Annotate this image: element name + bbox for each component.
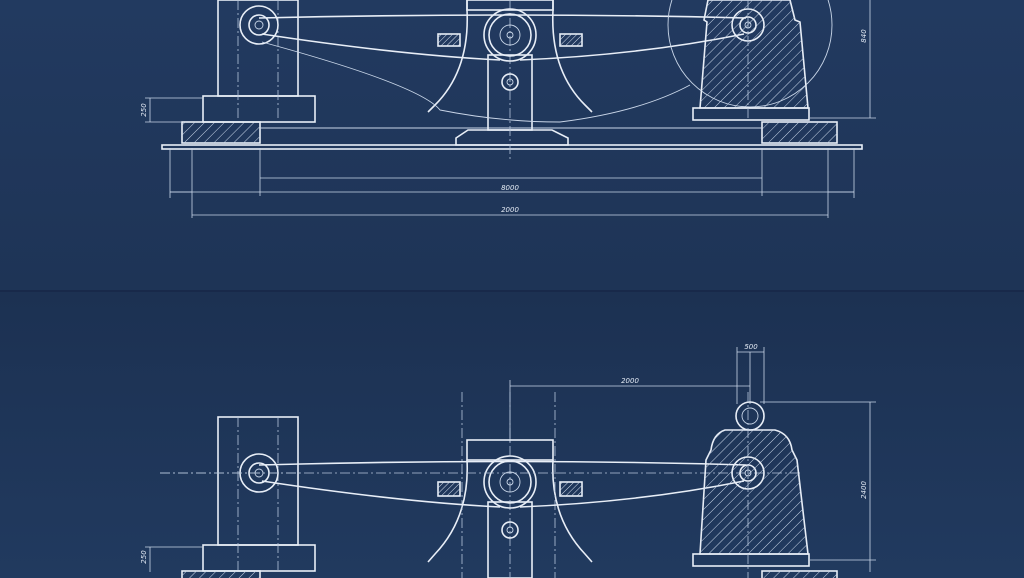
bottom-view-drawing: 2000 500 2400: [140, 343, 876, 578]
left-dimension: [145, 546, 202, 572]
bottom-view-sheet: 2000 500 2400: [0, 290, 1024, 578]
dim-left-height: 250: [140, 103, 148, 117]
dim-top-span: 2000: [621, 377, 639, 385]
dim-right-height: 840: [860, 29, 868, 43]
top-dimensions: [509, 347, 876, 572]
right-housing: [667, 0, 833, 121]
center-hub: [437, 8, 583, 91]
dim-top-small: 500: [744, 343, 758, 351]
dim-left-height: 250: [140, 550, 148, 564]
dimensions: [145, 0, 876, 218]
top-view-sheet: 8000 2000 250 840: [0, 0, 1024, 290]
right-housing: [692, 392, 810, 578]
cable-lines: [258, 14, 747, 123]
dim-inner-width: 8000: [501, 184, 519, 192]
dim-right-height: 2400: [860, 481, 868, 499]
dim-total-width: 2000: [501, 206, 519, 214]
left-pulley: [239, 5, 279, 45]
left-pillar: [202, 0, 316, 123]
center-pedestal: [427, 0, 593, 160]
top-view-drawing: 8000 2000 250 840: [140, 0, 876, 218]
left-pillar: [160, 416, 316, 572]
center-hub: [437, 455, 583, 539]
base-rail: [181, 570, 838, 578]
